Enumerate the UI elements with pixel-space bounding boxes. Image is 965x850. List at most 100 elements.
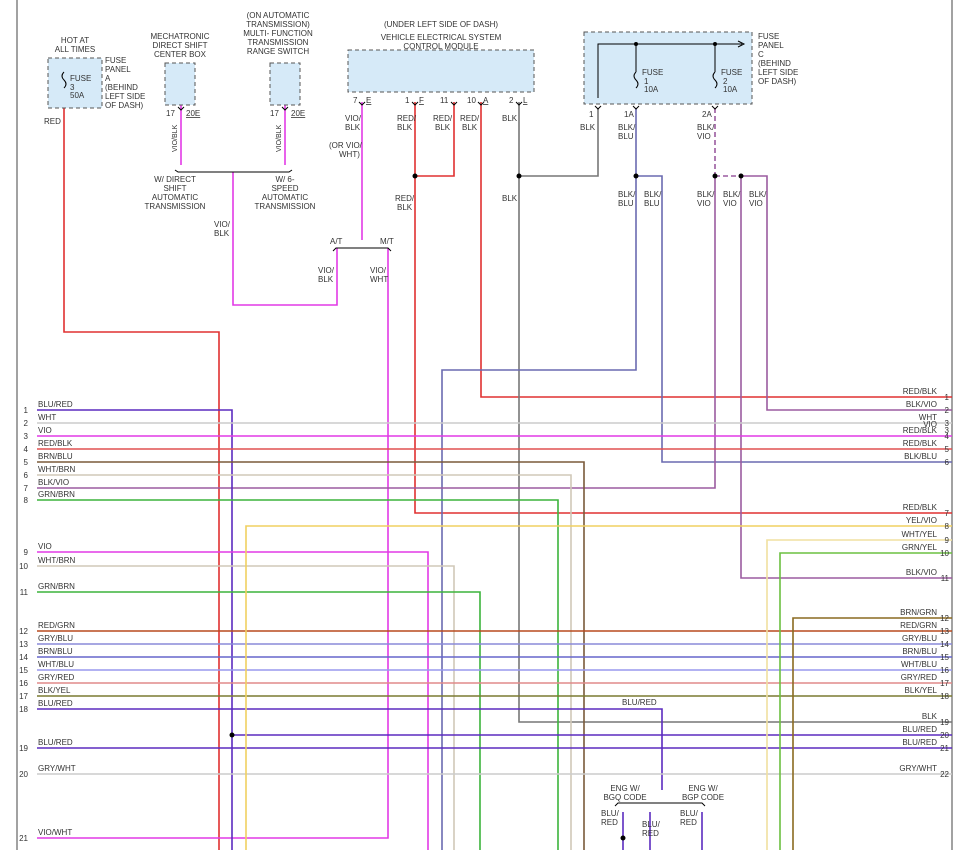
wire-vescm-2 [518,102,952,723]
right-wire-label: BLK/YEL [905,686,938,695]
bgp-wire-1: BLU/ [680,809,699,818]
left-wire-label: VIO/WHT [38,828,72,837]
left-pin-number: 6 [24,471,29,480]
right-wire-label: BLK [922,712,938,721]
right-pin-number: 3 [945,426,950,435]
bus-dots [634,42,717,46]
wire-blk-vio-b [740,176,952,579]
right-pin-number: 10 [940,549,949,558]
wire-vescm-1 [414,102,952,514]
left-pin-number: 5 [24,458,29,467]
fuse-c2-1: FUSE [721,68,742,77]
range-title-1: (ON AUTOMATIC [247,11,310,20]
panel-a-label-4: (BEHIND [105,83,138,92]
labels: HOT AT ALL TIMES FUSE 3 50A FUSE PANEL A… [44,11,798,838]
left-wire-label: BLU/RED [38,738,73,747]
at-wire-2: BLK [318,275,334,284]
chevron-icon [515,101,523,106]
vescm-wire2: BLK [502,114,518,123]
mechatronic-title-2: DIRECT SHIFT [153,41,208,50]
direct-shift-4: TRANSMISSION [145,202,206,211]
right-pin-number: 15 [940,653,949,662]
right-wire-label: YEL/VIO [906,516,937,525]
left-pin-number: 10 [19,562,28,571]
hot-label-2: ALL TIMES [55,45,95,54]
left-pin-number: 16 [19,679,28,688]
vescm-wire11-2: BLK [435,123,451,132]
bus-dot-1 [634,42,638,46]
red-blk-mid-2: BLK [397,203,413,212]
left-pin-number: 9 [24,548,29,557]
left-connector: 1BLU/RED2WHT3VIO4RED/BLK5BRN/BLU6WHT/BRN… [19,400,76,843]
splice-blu-red [229,732,235,738]
panel-a-label-2: PANEL [105,65,131,74]
range-title-4: TRANSMISSION [248,38,309,47]
fuse-c-wire1a-1: BLK/ [618,123,636,132]
left-wire-label: BRN/BLU [38,647,73,656]
fuse-c1-3: 10A [644,85,659,94]
left-wire-label: RED/GRN [38,621,75,630]
wire-fuse-c-1a [441,108,637,850]
range-switch-box [269,62,301,106]
chevron-icon [358,101,366,106]
left-wire-label: BLU/RED [38,699,73,708]
red-wire-label: RED [44,117,61,126]
bus-dot-2 [713,42,717,46]
wire-r10 [779,552,952,850]
right-wire-label: GRN/YEL [902,543,938,552]
wire-r8 [245,525,952,850]
right-wire-label: BLK/BLU [904,452,937,461]
wire-blk-to-fuse-c [519,108,599,177]
left-wire-label: WHT/BLU [38,660,74,669]
fuse-c2-3: 10A [723,85,738,94]
bgp-wire-2: RED [680,818,697,827]
fuse-c1-1: FUSE [642,68,663,77]
wire-l18 [37,708,663,790]
fuse-c-wire1: BLK [580,123,596,132]
right-wire-label: RED/BLK [903,439,938,448]
right-wire-label: RED/BLK [903,426,938,435]
fuse-a-label-3: 50A [70,91,85,100]
left-pin-number: 13 [19,640,28,649]
wire-blk-vio-c [741,175,952,411]
right-pin-number: 12 [940,614,949,623]
at-wire-1: VIO/ [318,266,335,275]
right-wire-label: GRY/RED [901,673,938,682]
mechatronic-title-3: CENTER BOX [154,50,207,59]
blk-blu-a-2: BLU [618,199,634,208]
vescm-pin1: 1 [405,96,410,105]
left-pin-number: 17 [19,692,28,701]
right-wire-label: BLK/VIO [906,568,937,577]
panel-c-1: FUSE [758,32,779,41]
vescm-pin10: 10 [467,96,476,105]
left-wire-label: GRN/BRN [38,582,75,591]
range-title-3: MULTI- FUNCTION [243,29,313,38]
wire-l11 [37,591,481,850]
right-pin-number: 5 [945,445,950,454]
left-wire-label: RED/BLK [38,439,73,448]
vescm-box [347,49,535,93]
direct-shift-3: AUTOMATIC [152,193,199,202]
vescm-pin1-letter: F [419,96,424,105]
wire-l1 [37,409,233,850]
left-wire-label: WHT [38,413,56,422]
eng-code-bracket [614,802,706,807]
chevron-icon [594,105,602,110]
left-wire-label: WHT/BRN [38,556,76,565]
fuse-panel-a-box [47,57,103,109]
right-pin-number: 21 [940,744,949,753]
direct-shift-1: W/ DIRECT [154,175,196,184]
bgq-wire-1: BLU/ [601,809,620,818]
direct-shift-2: SHIFT [163,184,186,193]
right-wire-label: RED/BLK [903,503,938,512]
right-pin-number: 14 [940,640,949,649]
vescm-pin10-letter: A [483,96,489,105]
right-pin-number: 1 [945,393,950,402]
left-pin-number: 20 [19,770,28,779]
right-pin-number: 18 [940,692,949,701]
blk-vio-b-2: VIO [723,199,737,208]
left-wire-label: BRN/BLU [38,452,73,461]
left-pin-number: 1 [24,406,29,415]
blk-mid: BLK [502,194,518,203]
right-wire-label: BRN/GRN [900,608,937,617]
